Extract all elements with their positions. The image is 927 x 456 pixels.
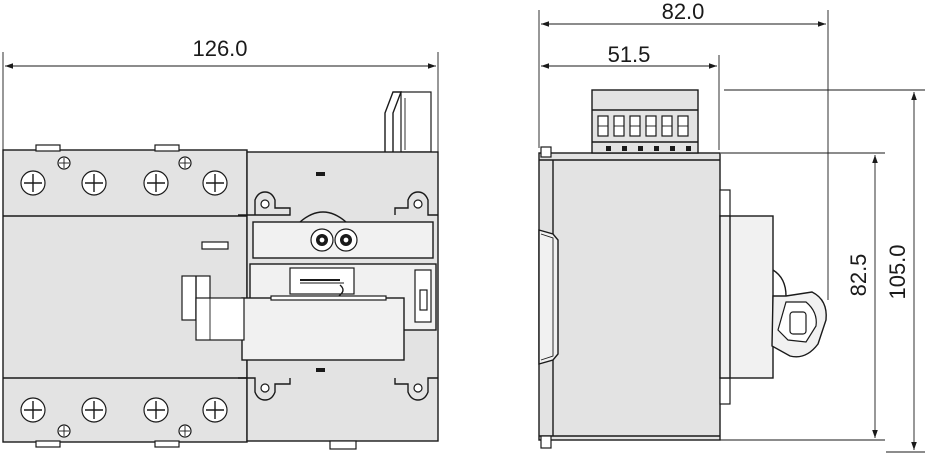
top-lever bbox=[384, 91, 432, 153]
side-terminal-block bbox=[591, 89, 699, 154]
terminal-slot-icon bbox=[629, 115, 641, 137]
small-screw-icon bbox=[57, 156, 71, 170]
terminal-screw-icon bbox=[20, 170, 46, 196]
terminal-screw-icon bbox=[143, 170, 169, 196]
terminal-screws-bottom bbox=[20, 397, 228, 438]
side-front-housing bbox=[719, 189, 774, 405]
small-screw-icon bbox=[178, 156, 192, 170]
terminal-screw-icon bbox=[81, 170, 107, 196]
dimension-label-side-height-total: 105.0 bbox=[885, 244, 910, 299]
terminal-screw-icon bbox=[202, 170, 228, 196]
indicator-button-icon bbox=[334, 228, 358, 252]
front-view: 126.0 bbox=[2, 36, 439, 450]
dimension-side-height-inner: 82.5 bbox=[720, 152, 885, 441]
dimension-front-width: 126.0 bbox=[2, 36, 439, 152]
terminal-screw-icon bbox=[81, 397, 107, 423]
dimension-side-depth-partial: 51.5 bbox=[541, 42, 720, 150]
dimension-side-height-total: 105.0 bbox=[724, 89, 925, 453]
dimension-label-side-depth-total: 82.0 bbox=[662, 0, 705, 24]
dimension-label-side-depth-partial: 51.5 bbox=[608, 42, 651, 67]
terminal-slot-icon bbox=[661, 115, 673, 137]
dimension-label-side-height-inner: 82.5 bbox=[846, 254, 871, 297]
din-clip bbox=[329, 440, 357, 450]
switching-module bbox=[238, 151, 439, 442]
terminal-slot-icon bbox=[613, 115, 625, 137]
terminal-slot-icon bbox=[597, 115, 609, 137]
terminal-screw-icon bbox=[20, 397, 46, 423]
side-body bbox=[538, 146, 721, 449]
dimension-label-front-width: 126.0 bbox=[192, 36, 247, 61]
terminal-screws-top bbox=[20, 156, 228, 196]
small-screw-icon bbox=[57, 424, 71, 438]
dimension-side-depth-total: 82.0 bbox=[538, 0, 829, 300]
terminal-screw-icon bbox=[202, 397, 228, 423]
terminal-slot-icon bbox=[677, 115, 689, 137]
small-screw-icon bbox=[178, 424, 192, 438]
terminal-slot-icon bbox=[645, 115, 657, 137]
lock-handle bbox=[181, 275, 245, 341]
rotary-handle bbox=[771, 269, 827, 358]
indicator-button-icon bbox=[310, 228, 334, 252]
terminal-screw-icon bbox=[143, 397, 169, 423]
side-view: 82.0 51.5 82.5 105.0 bbox=[538, 0, 925, 453]
